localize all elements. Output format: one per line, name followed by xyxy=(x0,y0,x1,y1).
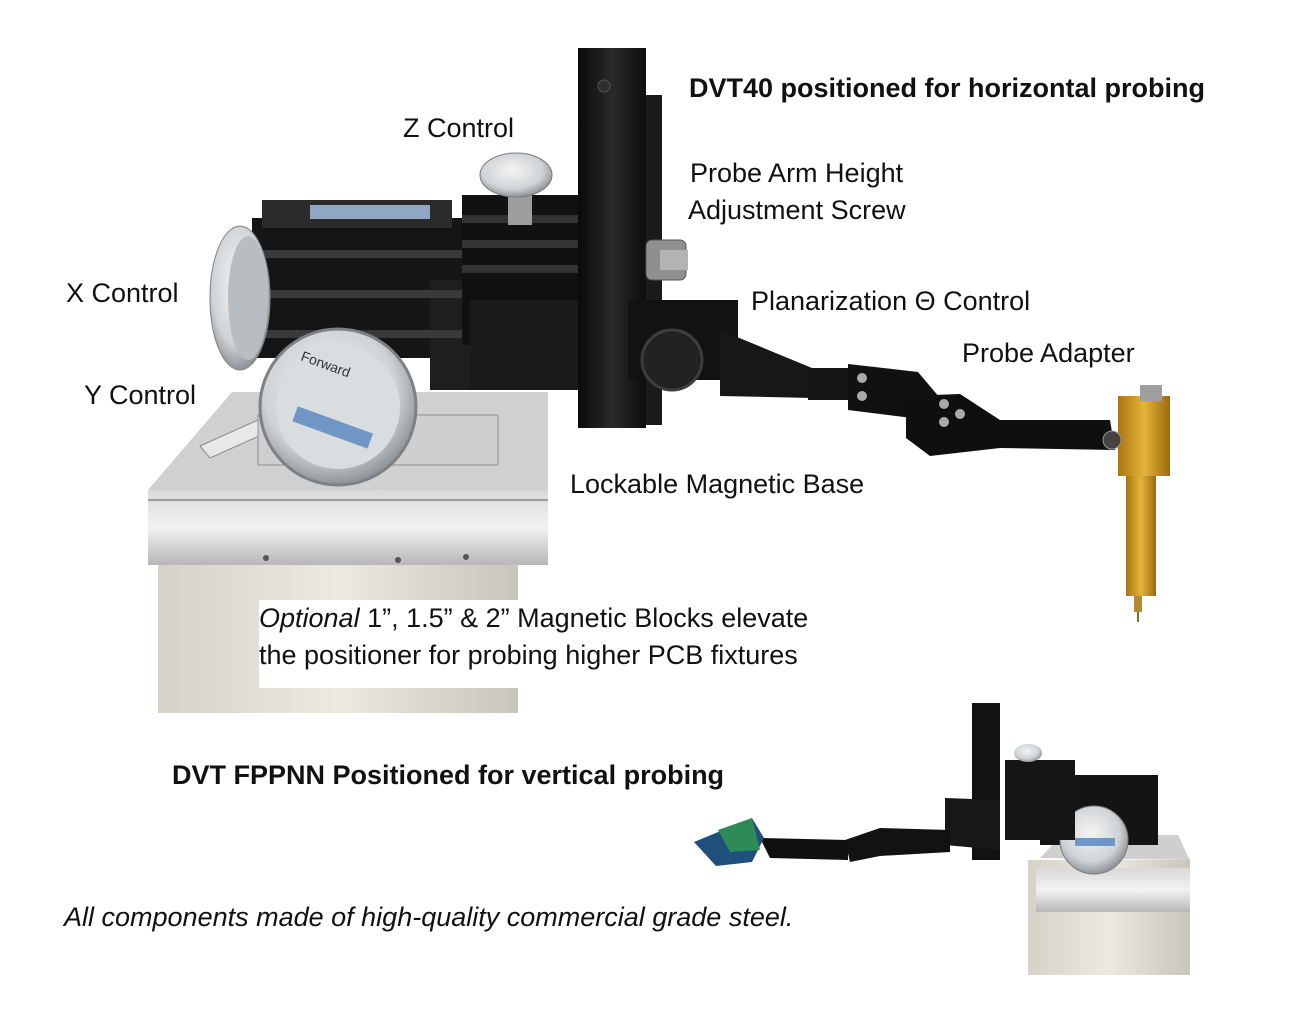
probe-arm xyxy=(808,364,1115,456)
horizontal-probing-title: DVT40 positioned for horizontal probing xyxy=(689,73,1205,103)
x-control-label: X Control xyxy=(66,278,179,308)
optional-note-line2: the positioner for probing higher PCB fi… xyxy=(259,640,798,670)
y-control-label: Y Control xyxy=(84,380,197,410)
optional-word: Optional xyxy=(259,603,360,633)
z-control-label: Z Control xyxy=(403,113,515,143)
x-control-knob-shape xyxy=(209,225,271,371)
probe-adapter-shape xyxy=(1102,385,1170,622)
planarization-control-label: Planarization Θ Control xyxy=(751,286,1031,316)
lockable-magnetic-base-label: Lockable Magnetic Base xyxy=(570,469,865,499)
probe-arm-height-label-line2: Adjustment Screw xyxy=(688,195,906,225)
probe-adapter-label: Probe Adapter xyxy=(962,338,1135,368)
optional-blocks-note: Optional 1”, 1.5” & 2” Magnetic Blocks e… xyxy=(259,600,874,688)
y-control-knob-shape: Forward xyxy=(258,327,418,487)
footer-note: All components made of high-quality comm… xyxy=(64,902,794,932)
optional-note-rest: 1”, 1.5” & 2” Magnetic Blocks elevate xyxy=(359,603,809,633)
height-adjust-screw-shape xyxy=(645,239,688,281)
vertical-probing-positioner xyxy=(694,703,1190,975)
probe-arm-height-label-line1: Probe Arm Height xyxy=(690,158,904,188)
z-control-knob-shape xyxy=(479,152,553,225)
planarization-block xyxy=(628,300,812,398)
optional-note-line1: Optional 1”, 1.5” & 2” Magnetic Blocks e… xyxy=(259,600,874,637)
vertical-probing-title: DVT FPPNN Positioned for vertical probin… xyxy=(172,760,725,790)
